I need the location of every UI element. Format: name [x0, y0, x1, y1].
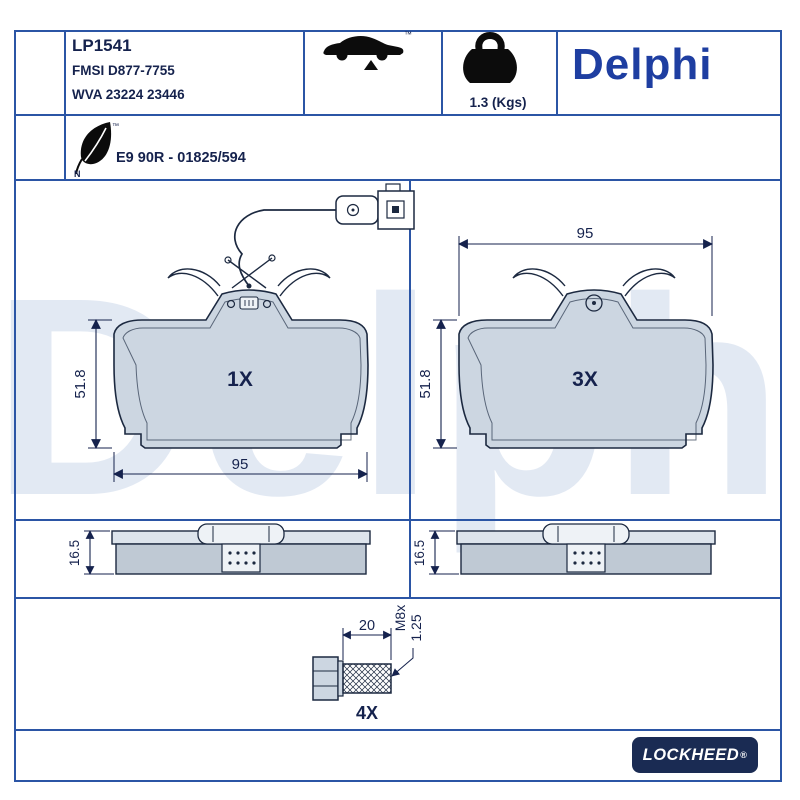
grid-hline-approval — [14, 179, 782, 181]
leaf-trademark: ™ — [112, 123, 119, 130]
kettlebell-body — [463, 49, 517, 83]
grid-vline-brand-cell — [556, 30, 558, 116]
weight-kettlebell-icon — [463, 32, 517, 83]
spring-wing-left — [167, 268, 221, 297]
dim-bolt-length: 20 — [342, 618, 392, 660]
spring-wing-right — [277, 268, 331, 297]
car-icon: ™ — [323, 30, 412, 70]
grid-vline-center — [409, 179, 411, 599]
connector-pin-window — [386, 200, 405, 219]
pad-outline — [458, 289, 714, 449]
thread-size: M8x — [392, 605, 408, 631]
fmsi-number: FMSI D877-7755 — [72, 63, 175, 78]
dim-height-left: 51.8 — [72, 319, 112, 449]
leafmark-icon: N ™ — [74, 122, 119, 179]
grid-hline-footer — [14, 729, 782, 731]
clip-detail-lines — [212, 526, 270, 542]
sensor-wire — [233, 209, 336, 287]
dim-height-right: 51.8 — [417, 319, 457, 449]
dim-thickness-right: 16.5 — [413, 530, 459, 575]
grid-vline-left-col — [64, 30, 66, 181]
front-view-right-drawing: 51.8 95 3X — [417, 225, 714, 449]
dim-ext-lines — [458, 236, 713, 316]
side-view-left-drawing: 16.5 — [68, 523, 371, 575]
bolt-hex-head — [312, 656, 339, 701]
grid-hline-header — [14, 114, 782, 116]
lockheed-logo-text: LOCKHEED — [642, 745, 740, 764]
retaining-clip — [542, 523, 630, 545]
side-view-right-drawing: 16.5 — [413, 523, 716, 575]
dim-width-right: 95 — [458, 225, 713, 316]
hump-hole-right — [262, 299, 272, 309]
grid-vline-car-cell — [303, 30, 305, 116]
dim-width-value: 95 — [577, 225, 594, 242]
lockheed-badge: LOCKHEED® — [632, 737, 758, 773]
dim-width-left: 95 — [113, 452, 368, 482]
pad-outline — [113, 289, 369, 449]
shim-plate — [221, 543, 261, 573]
hex-facet-lines — [313, 670, 338, 687]
connector-boss — [346, 203, 360, 217]
wear-sensor-assembly — [224, 183, 415, 289]
spring-wing-right — [622, 268, 676, 297]
quantity-label-1x: 1X — [227, 368, 253, 391]
dim-thickness-value: 16.5 — [68, 540, 82, 566]
connector-pin — [392, 206, 399, 213]
pad-inner-contour — [122, 298, 362, 441]
wva-number: WVA 23224 23446 — [72, 87, 185, 102]
leaf-vein — [84, 127, 107, 162]
page-frame — [14, 30, 782, 782]
shim-rivets — [228, 551, 256, 565]
hump-hole-left — [226, 299, 236, 309]
grid-hline-sideview-top — [14, 519, 782, 521]
approval-number: E9 90R - 01825/594 — [116, 150, 246, 166]
dim-ext-lines — [429, 530, 459, 575]
callout-leader — [391, 648, 414, 677]
dim-ext-lines — [84, 530, 114, 575]
grid-vline-weight-cell — [441, 30, 443, 116]
pad-inner-contour — [467, 298, 707, 441]
kettlebell-handle — [475, 32, 505, 53]
grid-hline-sideview-bottom — [14, 597, 782, 599]
hump-center-dot — [592, 301, 596, 305]
dim-thickness-left: 16.5 — [68, 530, 114, 575]
registered-mark: ® — [740, 750, 748, 760]
front-view-left-drawing: 51.8 95 1X — [72, 183, 415, 482]
shim-rivets — [573, 551, 601, 565]
quantity-label-4x: 4X — [356, 703, 378, 723]
car-wheel-rear — [376, 49, 388, 61]
retaining-clip — [197, 523, 285, 545]
car-trademark: ™ — [404, 30, 412, 39]
bolt-drawing: 20 M8x 1.25 4X — [312, 605, 424, 723]
rear-axle-indicator-icon — [364, 60, 378, 70]
car-body — [323, 35, 404, 55]
sensor-clip-loop-right — [268, 254, 276, 262]
leafmark-letter: N — [74, 169, 81, 179]
leaf-stem — [75, 158, 83, 175]
connector-boss-center — [351, 208, 355, 212]
bolt-threaded-shank — [342, 663, 392, 694]
sensor-clip-cross — [227, 257, 273, 289]
brand-logo: Delphi — [572, 40, 713, 89]
connector-body — [335, 195, 379, 225]
quantity-label-3x: 3X — [572, 368, 598, 391]
dim-ext-lines — [88, 319, 112, 449]
dim-thickness-value: 16.5 — [413, 540, 427, 566]
weight-value: 1.3 (Kgs) — [469, 95, 527, 110]
dim-length-value: 20 — [359, 618, 375, 634]
thread-pitch: 1.25 — [408, 614, 424, 641]
shim-plate — [566, 543, 606, 573]
clip-detail-lines — [557, 526, 615, 542]
dim-height-value: 51.8 — [72, 369, 89, 398]
dim-height-value: 51.8 — [417, 369, 434, 398]
part-number: LP1541 — [72, 36, 132, 55]
dim-width-value: 95 — [232, 456, 249, 473]
dim-ext-lines — [433, 319, 457, 449]
hump-slot-ribs — [244, 300, 254, 306]
sensor-clip-loop-left — [224, 256, 232, 264]
car-wheel-front — [336, 49, 348, 61]
spring-wing-left — [512, 268, 566, 297]
thread-callout: M8x 1.25 — [391, 605, 424, 677]
hump-center-hole — [585, 294, 603, 312]
